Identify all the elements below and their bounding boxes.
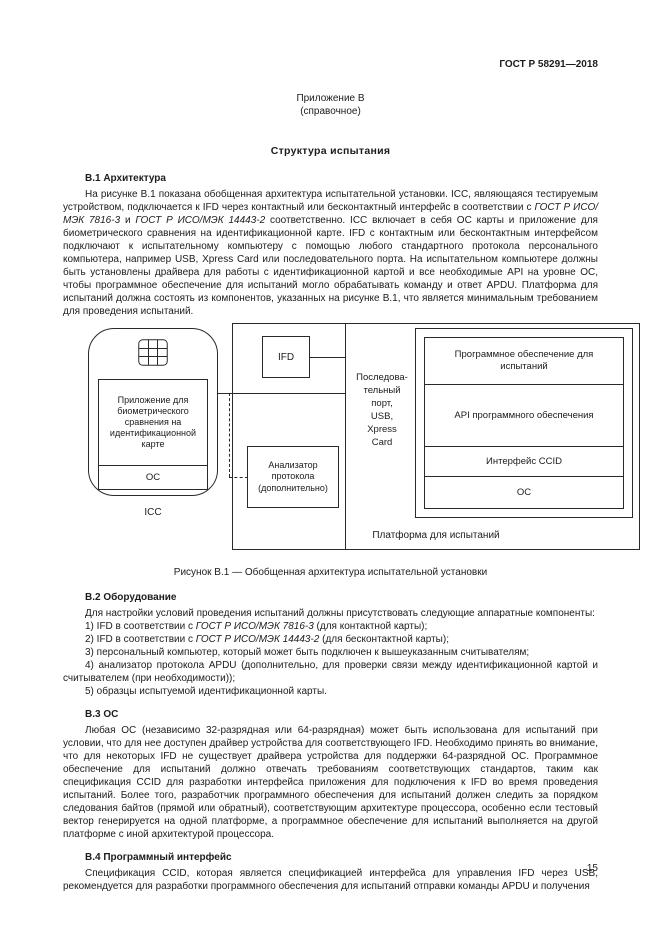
appendix-type: (справочное) [300,106,361,117]
ifd-box: IFD [262,336,310,378]
connector-line-vertical [345,323,346,550]
paragraph-b1: На рисунке В.1 показана обобщенная архит… [63,189,599,317]
connector-line-ifd [310,357,346,358]
list-item: 2) IFD в соответствии с ГОСТ Р ИСО/МЭК 1… [85,634,449,645]
icc-caption: ICC [144,507,162,518]
connector-dashed-line-vertical [229,393,230,477]
software-stack-box: Программное обеспечение для испытаний AP… [415,328,633,518]
heading-b1: В.1 Архитектура [85,173,166,184]
heading-b4: В.4 Программный интерфейс [85,852,232,863]
document-header: ГОСТ Р 58291—2018 [499,59,598,70]
equipment-list: 1) IFD в соответствии с ГОСТ Р ИСО/МЭК 7… [63,620,598,698]
stack-cell-test-software: Программное обеспечение для испытаний [424,337,624,385]
list-item: 3) персональный компьютер, который может… [85,647,530,658]
paragraph-b2-lead: Для настройки условий проведения испытан… [85,608,595,619]
icc-app-label: Приложение для биометрического сравнения… [109,395,197,449]
figure-caption: Рисунок В.1 — Обобщенная архитектура исп… [173,567,488,578]
appendix-label: Приложение В [296,93,365,104]
list-item: 4) анализатор протокола APDU (дополнител… [63,660,598,684]
icc-inner-box: Приложение для биометрического сравнения… [98,379,208,490]
page-number: 15 [586,863,598,874]
paragraph-b3: Любая ОС (независимо 32-разрядная или 64… [63,725,598,840]
appendix-title: Структура испытания [270,145,391,157]
stack-cell-api: API программного обеспечения [424,385,624,447]
icc-card-box: Приложение для биометрического сравнения… [88,328,218,496]
platform-caption: Платформа для испытаний [372,530,500,541]
heading-b2: В.2 Оборудование [85,592,177,603]
list-item: 5) образцы испытуемой идентификационной … [85,686,327,697]
list-item: 1) IFD в соответствии с ГОСТ Р ИСО/МЭК 7… [85,621,428,632]
paragraph-b4: Спецификация CCID, которая является спец… [63,868,598,892]
protocol-analyzer-box: Анализатор протокола (дополнительно) [247,446,339,508]
stack-cell-os: ОС [424,477,624,509]
icc-os-label: ОС [99,465,207,489]
connector-line-icc [218,393,346,394]
figure-b1-diagram: Приложение для биометрического сравнения… [63,321,640,561]
smartcard-chip-icon [138,339,168,366]
port-label: Последова- тельный порт, USB, Xpress Car… [356,372,408,448]
connector-dashed-line-analyzer [229,477,248,478]
heading-b3: В.3 ОС [85,709,119,720]
stack-cell-ccid-interface: Интерфейс CCID [424,447,624,477]
